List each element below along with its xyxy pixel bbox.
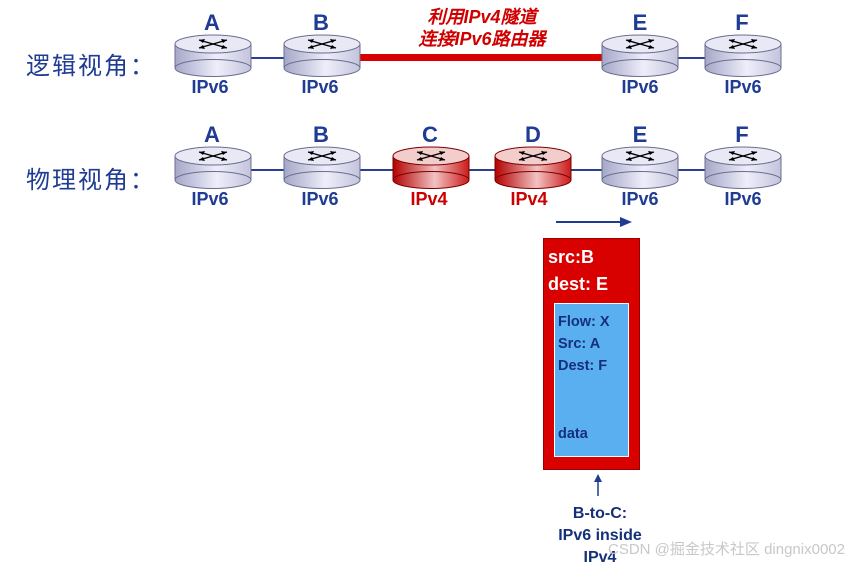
router-f-logical-name: F <box>735 10 749 35</box>
router-c-physical-name: C <box>422 122 438 147</box>
router-a-logical-name: A <box>204 10 220 35</box>
router-icon <box>174 34 252 77</box>
router-icon <box>283 146 361 189</box>
router-icon <box>392 146 470 189</box>
tunnel-caption: 利用IPv4隧道 连接IPv6路由器 <box>392 6 572 50</box>
note-line3: IPv4 <box>583 549 617 566</box>
router-icon <box>494 146 572 189</box>
link-e-f-physical <box>675 169 710 171</box>
ipv4-tunnel-link <box>356 54 608 61</box>
link-a-b-physical <box>248 169 286 171</box>
router-f-physical-name: F <box>735 122 749 147</box>
inner-src: Src: A <box>558 336 601 352</box>
router-icon <box>601 34 679 77</box>
link-c-d-physical <box>466 169 498 171</box>
router-e-logical-protocol: IPv6 <box>621 77 659 97</box>
router-b-physical-name: B <box>313 122 329 147</box>
router-e-logical-name: E <box>632 10 648 35</box>
tunnel-caption-line2: 连接IPv6路由器 <box>418 29 546 49</box>
router-d-physical-name: D <box>525 122 541 147</box>
outer-dest: dest: E <box>548 274 609 294</box>
router-e-physical-name: E <box>632 122 648 147</box>
inner-flow: Flow: X <box>558 314 610 330</box>
router-icon <box>283 34 361 77</box>
link-d-e-physical <box>569 169 604 171</box>
inner-data: data <box>558 426 588 442</box>
router-a-physical-protocol: IPv6 <box>191 189 229 209</box>
router-b-logical-protocol: IPv6 <box>301 77 339 97</box>
ipv6-datagram: Flow: X Src: A Dest: F data <box>554 303 629 457</box>
note-line2: IPv6 inside <box>558 527 642 544</box>
router-b-logical-name: B <box>313 10 329 35</box>
router-icon <box>601 146 679 189</box>
router-e-physical-protocol: IPv6 <box>621 189 659 209</box>
router-icon <box>704 34 782 77</box>
router-d-physical-protocol: IPv4 <box>510 189 548 209</box>
note-line1: B-to-C: <box>572 505 628 522</box>
flow-direction-arrow <box>556 217 632 227</box>
link-a-b-logical <box>248 57 286 59</box>
note-pointer-arrow <box>594 474 602 496</box>
outer-src: src:B <box>548 247 595 267</box>
inner-dest: Dest: F <box>558 358 608 374</box>
router-c-physical-protocol: IPv4 <box>410 189 448 209</box>
tunnel-caption-line1: 利用IPv4隧道 <box>427 7 537 27</box>
router-f-logical-protocol: IPv6 <box>724 77 762 97</box>
logical-view-label: 逻辑视角： <box>26 52 156 80</box>
router-icon <box>174 146 252 189</box>
watermark: CSDN @掘金技术社区 dingnix0002 <box>608 541 845 558</box>
router-icon <box>704 146 782 189</box>
router-b-physical-protocol: IPv6 <box>301 189 339 209</box>
router-a-logical-protocol: IPv6 <box>191 77 229 97</box>
physical-view-label: 物理视角： <box>26 166 156 194</box>
link-e-f-logical <box>676 57 710 59</box>
router-a-physical-name: A <box>204 122 220 147</box>
router-f-physical-protocol: IPv6 <box>724 189 762 209</box>
link-b-c-physical <box>357 169 395 171</box>
encapsulation-note: B-to-C: IPv6 inside IPv4 <box>530 503 670 569</box>
